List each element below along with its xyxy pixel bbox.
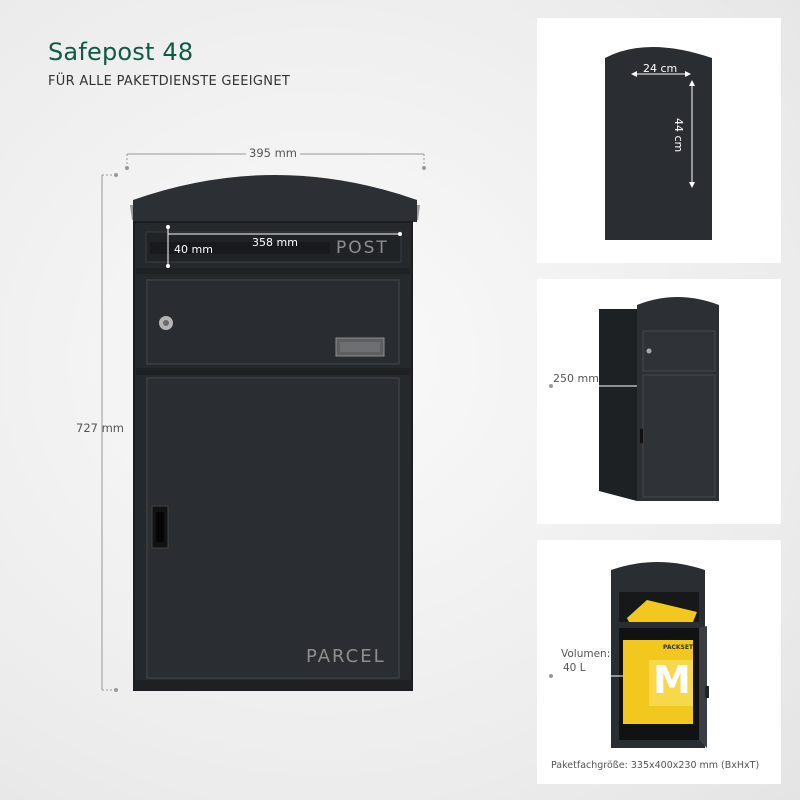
parcel-size-caption: Paketfachgröße: 335x400x230 mm (BxHxT) <box>551 760 760 771</box>
parcel-embossing: PARCEL <box>306 646 386 667</box>
volume-label: Volumen: <box>561 648 611 660</box>
interior-view-panel: 24 cm 44 cm <box>537 18 781 263</box>
slot-height-label: 40 mm <box>174 243 213 256</box>
box-size-letter: M <box>653 658 691 702</box>
height-dimension-label: 727 mm <box>76 421 125 435</box>
width-dimension-label: 395 mm <box>246 146 301 160</box>
volume-value: 40 L <box>563 662 586 674</box>
post-embossing: POST <box>336 238 389 258</box>
open-view-panel: Volumen: 40 L PACKSET M Paketfachgröße: … <box>537 540 781 784</box>
product-title: Safepost 48 <box>48 38 194 66</box>
slot-width-label: 358 mm <box>252 236 298 249</box>
product-subtitle: FÜR ALLE PAKETDIENSTE GEEIGNET <box>48 74 291 89</box>
side-view-panel: 250 mm <box>537 279 781 524</box>
interior-height-label: 44 cm <box>672 118 685 153</box>
box-brand-text: PACKSET <box>663 644 694 651</box>
main-product-image <box>101 153 426 692</box>
interior-width-label: 24 cm <box>643 62 678 75</box>
side-depth-label: 250 mm <box>553 372 599 385</box>
